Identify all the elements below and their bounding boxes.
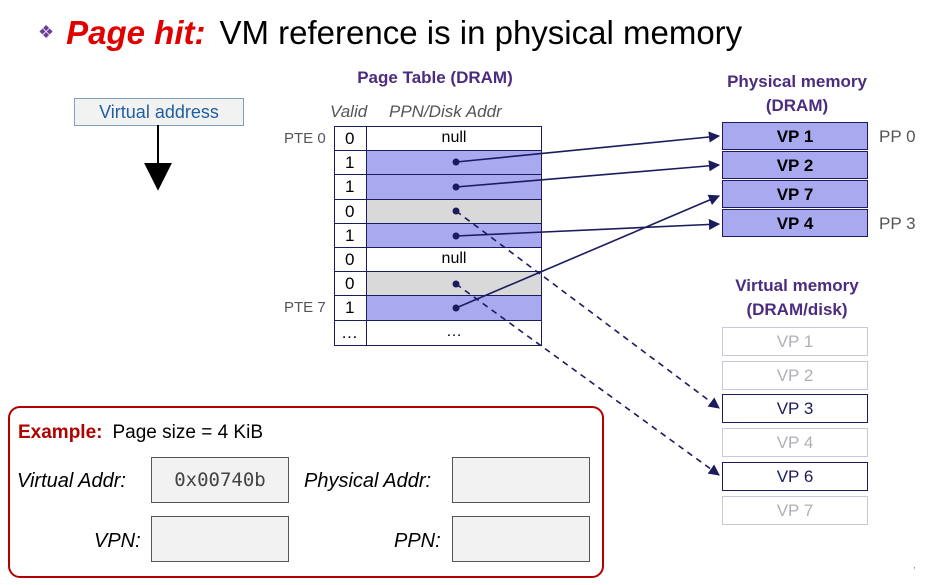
virtual-page: VP 1 bbox=[722, 327, 868, 356]
physical-page: VP 7 bbox=[722, 180, 868, 208]
example-label: Example: bbox=[18, 422, 103, 443]
virtual-page-active: VP 6 bbox=[722, 462, 868, 491]
example-heading: Example: Page size = 4 KiB bbox=[18, 422, 263, 444]
valid-bit: 1 bbox=[335, 151, 367, 175]
pte-first-label: PTE 0 bbox=[284, 130, 326, 147]
physical-memory-title: Physical memory (DRAM) bbox=[712, 70, 882, 118]
pte2-to-pp1-arrow bbox=[455, 160, 721, 188]
virtual-page: VP 7 bbox=[722, 496, 868, 525]
pte3-to-vp3-arrow bbox=[455, 210, 720, 409]
virtual-page-active: VP 3 bbox=[722, 394, 868, 423]
valid-bit: 0 bbox=[335, 199, 367, 223]
pte4-to-pp3-arrow bbox=[455, 218, 721, 237]
valid-bit: … bbox=[335, 320, 367, 345]
physical-page: VP 2 bbox=[722, 151, 868, 179]
valid-bit: 0 bbox=[335, 272, 367, 296]
pte-pointer-dot bbox=[452, 232, 460, 240]
virtual-addr-label: Virtual Addr: bbox=[17, 470, 126, 492]
physical-addr-field bbox=[452, 457, 590, 503]
pte-addr: null bbox=[367, 247, 541, 272]
pp-last-label: PP 3 bbox=[879, 214, 916, 233]
pte-addr: null bbox=[367, 127, 541, 151]
virtual-page: VP 2 bbox=[722, 361, 868, 390]
example-text: Page size = 4 KiB bbox=[112, 422, 263, 443]
pte1-to-pp0-arrow bbox=[455, 131, 721, 163]
slide-title: ❖ Page hit: VM reference is in physical me… bbox=[38, 14, 742, 52]
physical-page: VP 4 bbox=[722, 209, 868, 237]
virtual-addr-field: 0x00740b bbox=[151, 457, 289, 503]
virtual-memory-title-line1: Virtual memory bbox=[735, 276, 859, 295]
pte7-to-pp2-arrow bbox=[455, 194, 721, 309]
physical-page: VP 1 bbox=[722, 122, 868, 150]
pte-pointer-dot bbox=[452, 158, 460, 166]
physical-addr-label: Physical Addr: bbox=[304, 470, 432, 492]
pte-pointer-dot bbox=[452, 183, 460, 191]
virtual-memory-title: Virtual memory (DRAM/disk) bbox=[712, 274, 882, 322]
valid-column-header: Valid bbox=[330, 102, 368, 121]
ppn-field bbox=[452, 516, 590, 562]
vpn-field bbox=[151, 516, 289, 562]
title-text: VM reference is in physical memory bbox=[219, 14, 743, 51]
physical-memory-title-line1: Physical memory bbox=[727, 72, 867, 91]
valid-bit: 1 bbox=[335, 296, 367, 320]
title-highlight: Page hit: bbox=[66, 14, 206, 51]
pte-last-label: PTE 7 bbox=[284, 299, 326, 316]
valid-bit: 0 bbox=[335, 127, 367, 151]
virtual-memory-title-line2: (DRAM/disk) bbox=[746, 300, 848, 319]
bullet-icon: ❖ bbox=[38, 22, 55, 42]
pte-pointer-dot bbox=[452, 304, 460, 312]
pte-pointer-dot bbox=[452, 207, 460, 215]
virtual-page: VP 4 bbox=[722, 428, 868, 457]
pte-pointer-dot bbox=[452, 280, 460, 288]
vpn-label: VPN: bbox=[94, 530, 141, 552]
valid-bit: 1 bbox=[335, 223, 367, 247]
valid-bit: 1 bbox=[335, 175, 367, 199]
ppn-label: PPN: bbox=[394, 530, 441, 552]
addr-column-header: PPN/Disk Addr bbox=[389, 102, 502, 121]
example-box bbox=[8, 406, 604, 578]
physical-memory-title-line2: (DRAM) bbox=[765, 96, 829, 115]
valid-bit: 0 bbox=[335, 247, 367, 272]
slide-marker: , bbox=[913, 560, 916, 571]
virtual-address-box: Virtual address bbox=[74, 98, 244, 126]
page-table-title: Page Table (DRAM) bbox=[357, 68, 513, 87]
pp-first-label: PP 0 bbox=[879, 127, 916, 146]
